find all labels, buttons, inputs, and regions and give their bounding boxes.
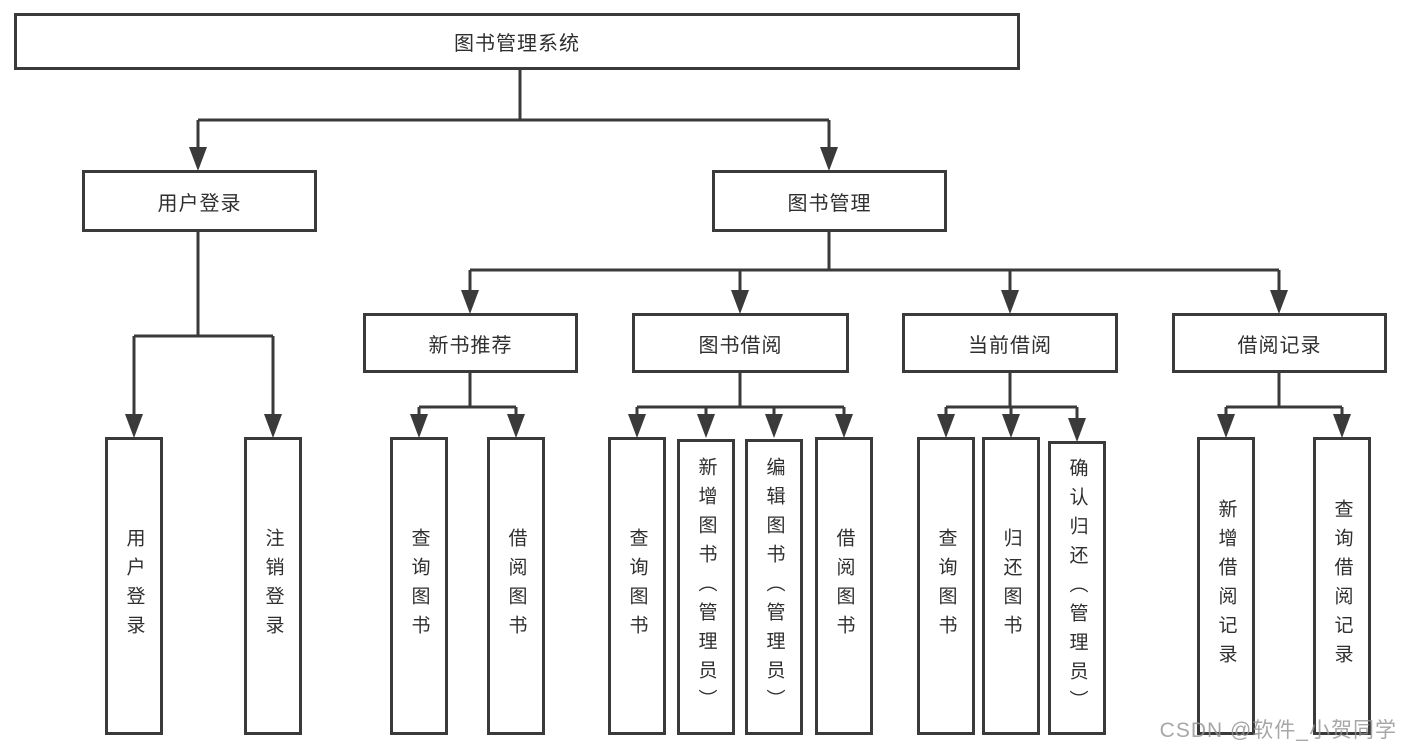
node-library-management-system: 图书管理系统 [14, 13, 1020, 70]
leaf-label: 查询图书 [408, 528, 430, 644]
leaf-query-borrow-record: 查询借阅记录 [1313, 437, 1371, 735]
leaf-add-book-admin: 新增图书（管理员） [677, 439, 735, 735]
leaf-label: 借阅图书 [833, 528, 855, 644]
leaf-label: 注销登录 [262, 528, 284, 644]
leaf-borrow-books: 借阅图书 [815, 437, 873, 735]
leaf-query-books: 查询图书 [917, 437, 975, 735]
leaf-add-borrow-record: 新增借阅记录 [1197, 437, 1255, 735]
leaf-label: 确认归还（管理员） [1066, 457, 1088, 719]
leaf-label: 查询图书 [626, 528, 648, 644]
leaf-label: 用户登录 [123, 528, 145, 644]
leaf-edit-book-admin: 编辑图书（管理员） [745, 439, 803, 735]
node-user-login: 用户登录 [82, 170, 317, 232]
leaf-label: 编辑图书（管理员） [763, 456, 785, 718]
leaf-user-login: 用户登录 [105, 437, 163, 735]
leaf-query-books: 查询图书 [608, 437, 666, 735]
leaf-label: 新增图书（管理员） [695, 456, 717, 718]
node-book-management: 图书管理 [712, 170, 947, 232]
leaf-label: 新增借阅记录 [1215, 499, 1237, 673]
leaf-return-books: 归还图书 [982, 437, 1040, 735]
leaf-label: 借阅图书 [505, 528, 527, 644]
leaf-confirm-return-admin: 确认归还（管理员） [1048, 441, 1106, 735]
leaf-borrow-books: 借阅图书 [487, 437, 545, 735]
node-new-book-recommendation: 新书推荐 [363, 313, 578, 373]
leaf-query-books: 查询图书 [390, 437, 448, 735]
node-current-borrowing: 当前借阅 [902, 313, 1118, 373]
node-borrowing-records: 借阅记录 [1172, 313, 1387, 373]
leaf-label: 归还图书 [1000, 528, 1022, 644]
leaf-label: 查询图书 [935, 528, 957, 644]
node-book-borrowing: 图书借阅 [632, 313, 849, 373]
leaf-label: 查询借阅记录 [1331, 499, 1353, 673]
leaf-logout: 注销登录 [244, 437, 302, 735]
